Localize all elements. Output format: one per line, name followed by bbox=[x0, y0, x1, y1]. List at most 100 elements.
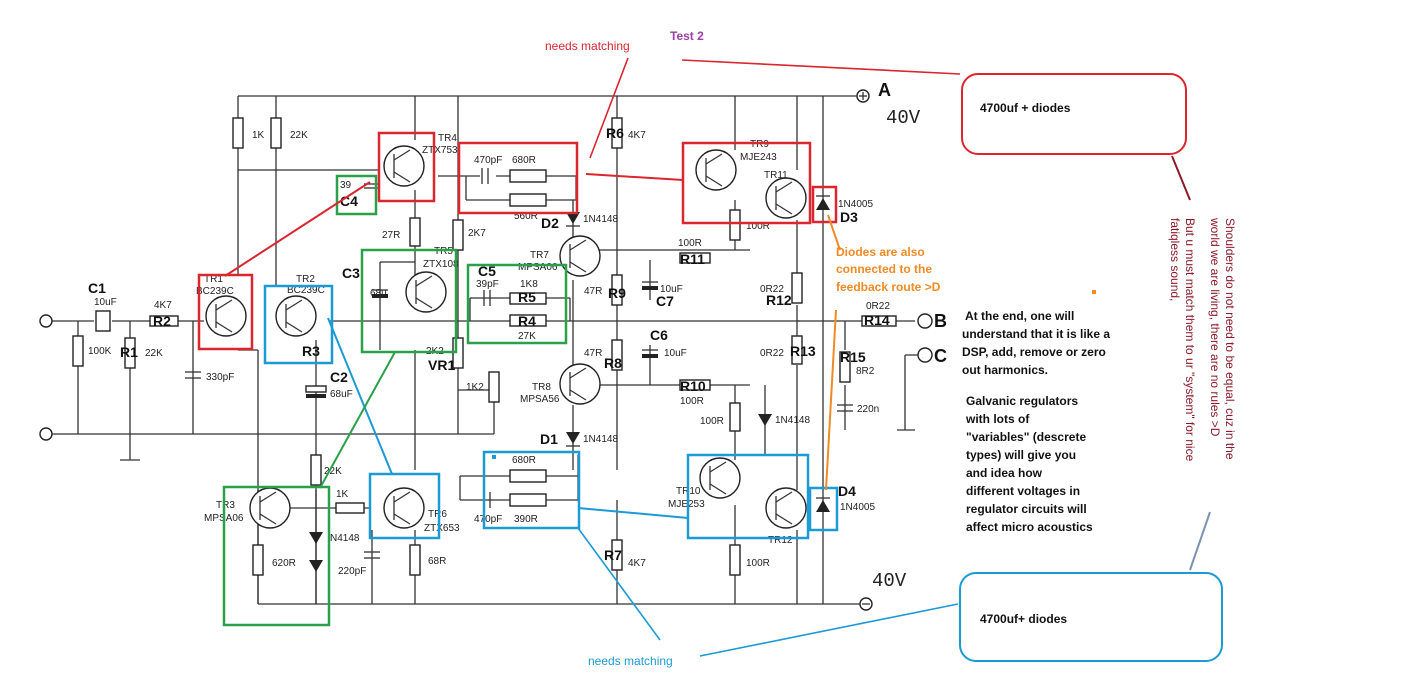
diode-d2 bbox=[566, 212, 580, 224]
highlight-blue-tr10 bbox=[686, 453, 810, 540]
galvanic-note: Galvanic regulators with lots of "variab… bbox=[965, 394, 1093, 534]
label-r5-value: 1K8 bbox=[520, 279, 538, 290]
label-390r: 390R bbox=[514, 514, 538, 525]
resistor-r5 bbox=[509, 292, 547, 305]
highlight-blue-d4 bbox=[808, 486, 839, 532]
label-n4148: N4148 bbox=[330, 533, 360, 544]
bottom-voltage-label: 40V bbox=[872, 570, 907, 592]
label-1n4148-right: 1N4148 bbox=[775, 415, 810, 426]
label-tr4: TR4 bbox=[438, 133, 457, 144]
label-r13: R13 bbox=[790, 343, 816, 359]
highlight-blue-tr6 bbox=[368, 472, 441, 540]
end-note: At the end, one will understand that it … bbox=[962, 309, 1113, 377]
label-r13-value: 0R22 bbox=[760, 348, 784, 359]
label-220pf: 220pF bbox=[338, 566, 366, 577]
label-d1: D1 bbox=[540, 431, 558, 447]
top-note-text: 4700uf + diodes bbox=[980, 101, 1071, 115]
transistor-tr1 bbox=[205, 295, 247, 337]
label-r8-value: 47R bbox=[584, 348, 602, 359]
resistor-r15 bbox=[839, 351, 851, 383]
resistor-100k bbox=[72, 335, 84, 367]
label-c3-value: 68u bbox=[370, 288, 387, 299]
label-680r-top: 680R bbox=[512, 155, 536, 166]
label-vr1: VR1 bbox=[428, 357, 455, 373]
highlight-red-tr9 bbox=[681, 141, 812, 225]
label-d4-type: 1N4005 bbox=[840, 502, 875, 513]
label-r1: R1 bbox=[120, 344, 138, 360]
highlight-red-tr4 bbox=[377, 131, 436, 203]
rotated-note-b-line-1: But u must match them to ur "system" for… bbox=[1183, 218, 1197, 462]
node-a-label: A bbox=[878, 80, 891, 100]
transistor-tr4 bbox=[383, 145, 425, 187]
label-tr7: TR7 bbox=[530, 250, 549, 261]
label-r15: R15 bbox=[840, 349, 866, 365]
resistor-r9 bbox=[611, 274, 623, 306]
label-1k-mid: 1K bbox=[336, 489, 349, 500]
label-100r-c: 100R bbox=[746, 558, 770, 569]
label-tr4-type: ZTX753 bbox=[422, 145, 458, 156]
label-330pf: 330pF bbox=[206, 372, 234, 383]
label-tr2-type: BC239C bbox=[287, 285, 325, 296]
node-c-label: C bbox=[934, 346, 947, 366]
node-c-terminal bbox=[917, 347, 933, 363]
highlight-red-d3 bbox=[811, 185, 838, 224]
label-r2: R2 bbox=[153, 313, 171, 329]
bottom-note-text: 4700uf+ diodes bbox=[980, 612, 1067, 626]
resistor-1k2 bbox=[488, 371, 500, 403]
resistor-100r-c bbox=[729, 544, 741, 576]
resistor-22k-mid bbox=[310, 454, 322, 486]
label-c1: C1 bbox=[88, 280, 106, 296]
diode-n4148-b bbox=[309, 560, 323, 572]
resistor-1k-top bbox=[232, 117, 244, 149]
label-1k2: 1K2 bbox=[466, 382, 484, 393]
label-c2: C2 bbox=[330, 369, 348, 385]
label-r11: R11 bbox=[680, 251, 705, 267]
label-560r: 560R bbox=[514, 211, 538, 222]
highlight-boxes bbox=[197, 131, 1096, 627]
label-r10: R10 bbox=[680, 378, 706, 394]
diodes-note: Diodes are also connected to the feedbac… bbox=[836, 245, 941, 294]
label-c7: C7 bbox=[656, 293, 674, 309]
label-470pf-top: 470pF bbox=[474, 155, 502, 166]
label-220n: 220n bbox=[857, 404, 879, 415]
end-note-line-3: DSP, add, remove or zero bbox=[962, 345, 1106, 359]
diode-1n4148-right bbox=[758, 414, 772, 426]
label-c1-value: 10uF bbox=[94, 297, 117, 308]
needs-matching-bottom: needs matching bbox=[588, 654, 673, 668]
resistor-r14 bbox=[861, 315, 897, 327]
resistor-1k-mid bbox=[335, 502, 365, 514]
label-d2-type: 1N4148 bbox=[583, 214, 618, 225]
highlight-red-top-pair bbox=[457, 141, 579, 215]
label-22k-top: 22K bbox=[290, 130, 308, 141]
label-c6: C6 bbox=[650, 327, 668, 343]
label-c7-value: 10uF bbox=[660, 284, 683, 295]
label-620r: 620R bbox=[272, 558, 296, 569]
label-tr5-type: ZTX108 bbox=[423, 259, 459, 270]
label-c4-value: 39 bbox=[340, 180, 352, 191]
resistor-r11 bbox=[679, 252, 711, 264]
end-note-line-4: out harmonics. bbox=[962, 363, 1048, 377]
highlight-green-tr3 bbox=[222, 485, 331, 627]
resistor-22k-top bbox=[270, 117, 282, 149]
resistor-r6 bbox=[611, 117, 623, 149]
diode-d1 bbox=[566, 432, 580, 444]
resistor-r4 bbox=[509, 314, 547, 327]
bottom-note-box bbox=[959, 572, 1223, 662]
highlight-blue-bottom-pair bbox=[482, 450, 581, 530]
highlight-green-c3-tr5 bbox=[360, 248, 458, 354]
transistor-tr3 bbox=[249, 487, 291, 529]
label-tr1-type: BC239C bbox=[196, 286, 234, 297]
label-tr1: TR1 bbox=[204, 274, 223, 285]
label-d3-type: 1N4005 bbox=[838, 199, 873, 210]
galvanic-note-line-7: regulator circuits will bbox=[966, 502, 1087, 516]
resistor-100r-a bbox=[729, 209, 741, 241]
label-68r: 68R bbox=[428, 556, 446, 567]
resistor-390 bbox=[509, 493, 547, 507]
label-tr8: TR8 bbox=[532, 382, 551, 393]
transistor-tr12 bbox=[765, 487, 807, 529]
highlight-green-feedback bbox=[466, 263, 568, 345]
resistor-680-top bbox=[509, 169, 547, 183]
transistor-tr11 bbox=[765, 177, 807, 219]
transistor-tr2 bbox=[275, 295, 317, 337]
